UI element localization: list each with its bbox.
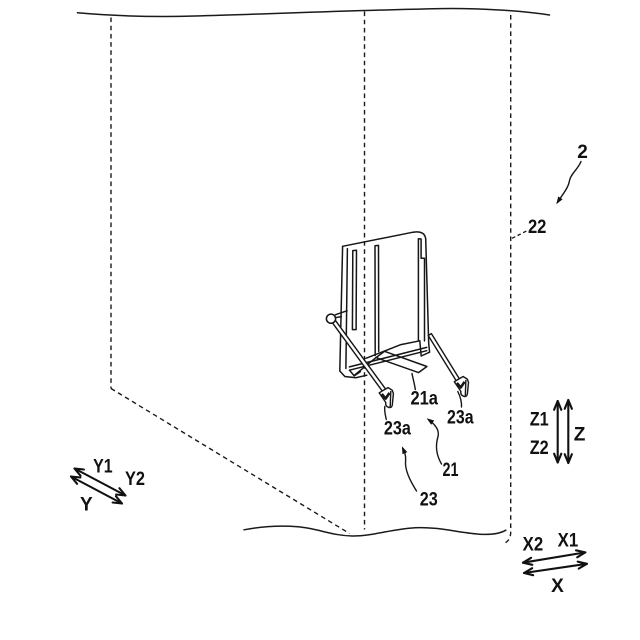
svg-text:Y2: Y2 <box>125 469 145 490</box>
svg-text:2: 2 <box>577 142 588 163</box>
svg-text:X2: X2 <box>523 535 544 556</box>
svg-text:Y: Y <box>80 494 93 515</box>
svg-text:Y1: Y1 <box>93 457 113 478</box>
svg-text:Z1: Z1 <box>530 410 549 431</box>
svg-text:21: 21 <box>443 460 459 481</box>
svg-text:21a: 21a <box>410 388 438 409</box>
svg-text:X: X <box>551 576 564 597</box>
svg-text:Z: Z <box>574 425 586 446</box>
svg-text:22: 22 <box>528 217 547 238</box>
svg-text:23: 23 <box>420 489 438 510</box>
svg-text:23a: 23a <box>447 408 474 429</box>
svg-text:X1: X1 <box>558 530 579 551</box>
svg-text:Z2: Z2 <box>530 438 549 459</box>
svg-text:23a: 23a <box>384 419 411 440</box>
